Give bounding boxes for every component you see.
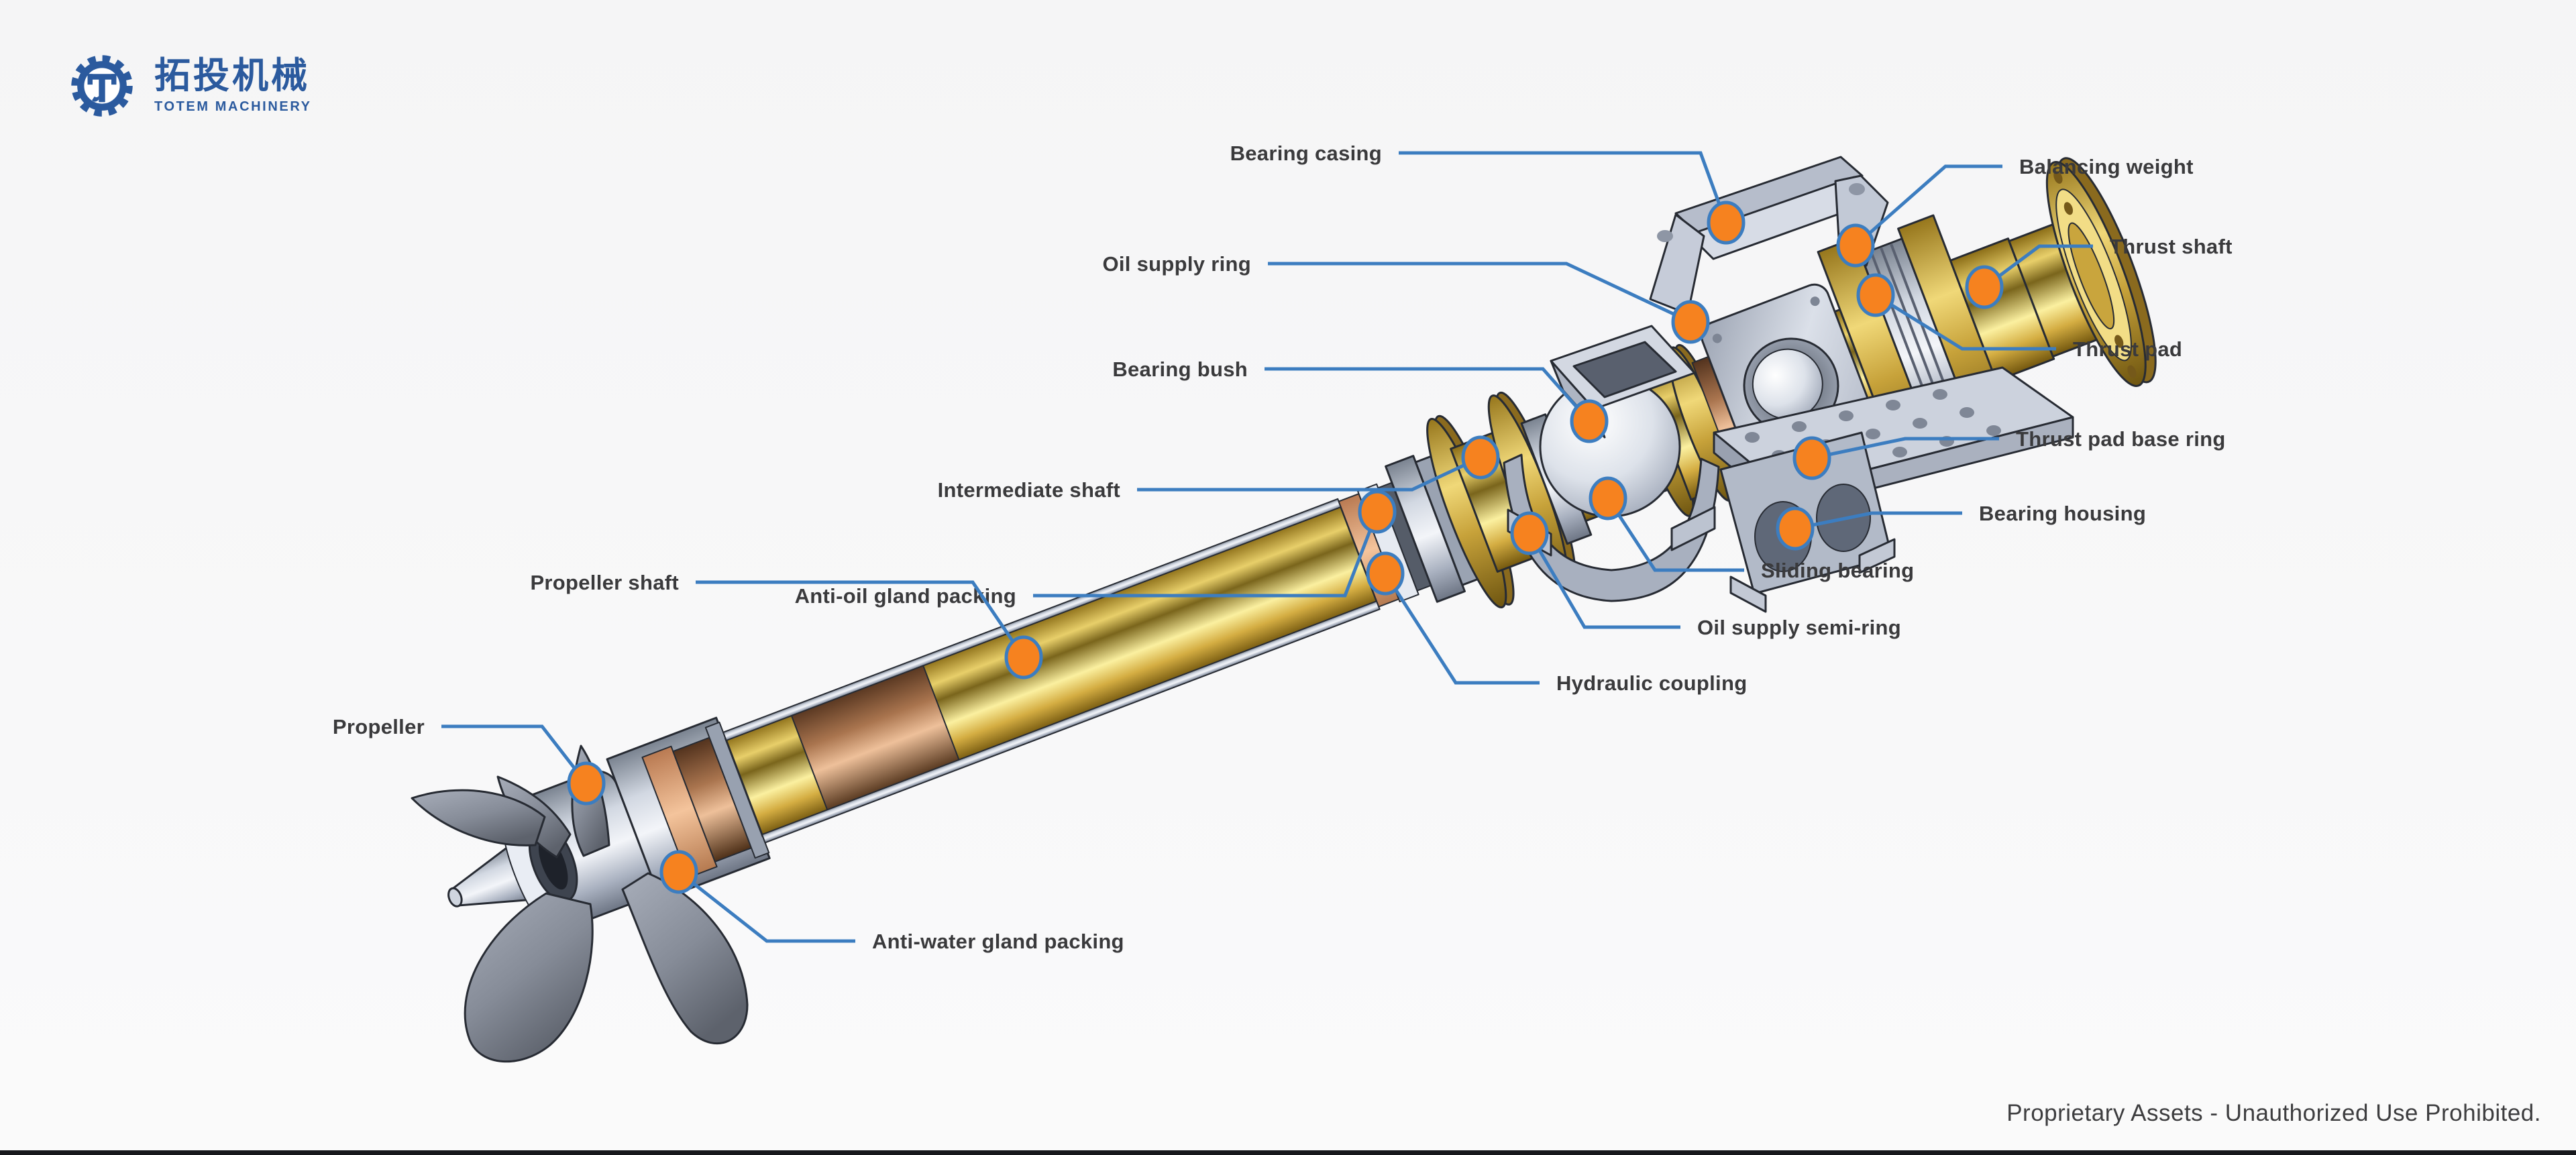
logo-english-name: TOTEM MACHINERY [154, 99, 312, 114]
thrust-pad-base-ring-leader-line [1811, 437, 1999, 460]
bearing-casing-label: Bearing casing [1230, 142, 1382, 165]
thrust-pad-marker-dot[interactable] [1856, 273, 1895, 317]
thrust-pad-base-ring-label: Thrust pad base ring [2016, 427, 2226, 451]
base-plate-hole [1886, 400, 1900, 410]
propeller-blade [464, 892, 594, 1063]
oil-supply-semi-ring-marker-dot[interactable] [1510, 511, 1549, 555]
anti-water-gland-packing-marker-dot[interactable] [659, 850, 698, 894]
hydraulic-coupling-label: Hydraulic coupling [1556, 671, 1747, 695]
thrust-shaft-group [2008, 157, 2157, 387]
oil-supply-ring-label: Oil supply ring [1102, 252, 1251, 276]
stern-gland [606, 716, 771, 901]
logo-T-mark [87, 74, 117, 103]
base-plate-hole [1986, 425, 2001, 436]
gear-logo-icon [71, 55, 133, 117]
base-plate-hole [1933, 389, 1947, 400]
intermediate-shaft-label: Intermediate shaft [938, 478, 1120, 502]
intermediate-shaft-leader-line [1137, 455, 1482, 492]
base-plate-hole [1745, 432, 1760, 443]
base-plate-hole [1839, 410, 1854, 421]
bearing-casing-marker-dot[interactable] [1707, 201, 1746, 245]
propeller-marker-dot[interactable] [567, 761, 606, 806]
thrust-shaft-label: Thrust shaft [2110, 235, 2233, 258]
oil-supply-semi-ring-leader-line [1527, 532, 1680, 629]
thrust-shaft-marker-dot[interactable] [1965, 265, 2004, 309]
thrust-pad-leader-line [1874, 293, 2056, 351]
propeller-shaft-leader-line [696, 580, 1026, 659]
propeller-shaft-label: Propeller shaft [530, 571, 679, 594]
sliding-bearing-marker-dot[interactable] [1589, 476, 1627, 520]
balancing-weight-label: Balancing weight [2019, 155, 2194, 178]
anti-oil-gland-packing-label: Anti-oil gland packing [795, 584, 1016, 608]
base-plate-hole [1913, 418, 1927, 429]
base-plate-hole [1792, 421, 1807, 432]
bottom-edge-bar [0, 1150, 2576, 1155]
sliding-bearing-leader-line [1606, 497, 1744, 572]
propeller-shaft-cylinder [722, 498, 1381, 844]
anti-oil-gland-packing-leader-line [1033, 511, 1379, 598]
anti-water-gland-packing-leader-line [678, 871, 855, 943]
brand-logo: 拓投机械 TOTEM MACHINERY [64, 48, 312, 123]
oil-supply-ring-marker-dot[interactable] [1671, 300, 1710, 344]
bearing-bush-leader-line [1265, 367, 1591, 423]
logo-chinese-name: 拓投机械 [154, 56, 310, 97]
propeller-shaft-marker-dot[interactable] [1004, 635, 1043, 679]
proprietary-notice: Proprietary Assets - Unauthorized Use Pr… [2006, 1100, 2541, 1126]
bearing-bush-label: Bearing bush [1112, 358, 1248, 381]
propeller-blade [411, 789, 546, 846]
bearing-housing-marker-dot[interactable] [1776, 506, 1815, 551]
base-plate-hole [1866, 429, 1880, 439]
thrust-pad-label: Thrust pad [2073, 337, 2182, 361]
sliding-bearing-label: Sliding bearing [1761, 559, 1914, 582]
oil-supply-ring-leader-line [1268, 262, 1692, 324]
hydraulic-coupling-leader-line [1383, 572, 1540, 685]
machine-illustration [411, 156, 2157, 1063]
bearing-housing-leader-line [1794, 511, 1962, 531]
propeller-label: Propeller [333, 715, 425, 738]
propeller-blade [621, 872, 749, 1045]
base-plate-hole [1960, 407, 1974, 418]
propeller-leader-line [441, 724, 588, 785]
balancing-weight-leader-line [1854, 164, 2002, 247]
oil-supply-semi-ring-label: Oil supply semi-ring [1697, 616, 1901, 639]
bearing-housing-label: Bearing housing [1979, 502, 2146, 525]
anti-water-gland-packing-label: Anti-water gland packing [872, 930, 1124, 953]
balancing-weight-marker-dot[interactable] [1836, 223, 1875, 268]
bearing-bush-marker-dot[interactable] [1570, 399, 1609, 443]
anti-oil-gland-packing-marker-dot[interactable] [1358, 490, 1397, 534]
thrust-pad-base-ring-marker-dot[interactable] [1792, 436, 1831, 480]
thrust-shaft-leader-line [1983, 244, 2093, 289]
base-plate-hole [1892, 447, 1907, 457]
intermediate-shaft-marker-dot[interactable] [1461, 435, 1500, 480]
hydraulic-coupling-marker-dot[interactable] [1366, 551, 1405, 596]
bearing-casing-leader-line [1399, 151, 1728, 223]
